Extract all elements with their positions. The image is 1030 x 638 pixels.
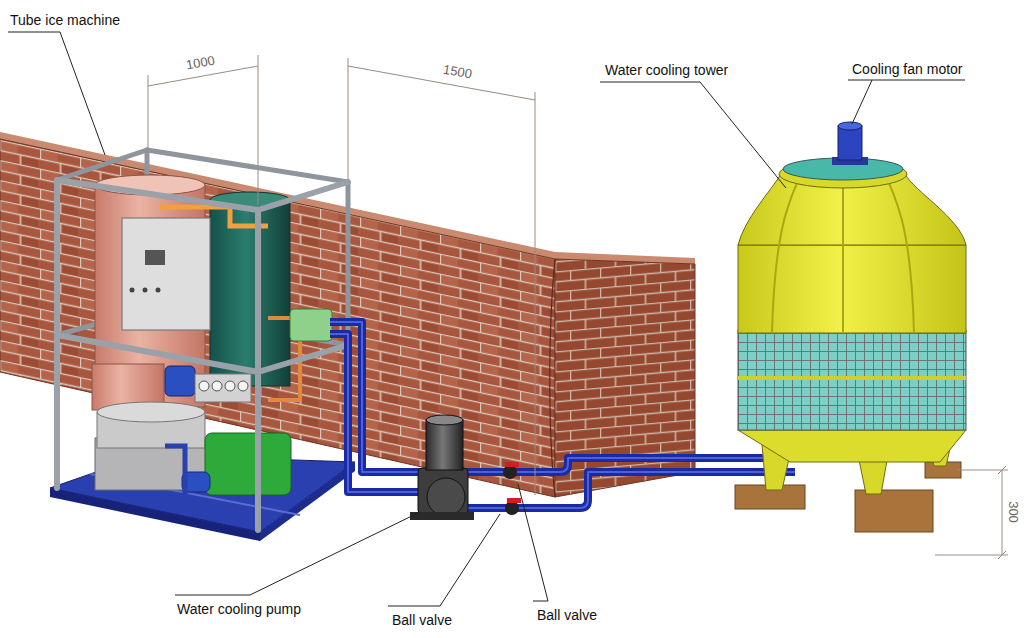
machine-parts-part (212, 381, 222, 391)
dimension-lines-part (535, 92, 536, 495)
cooling-tower-part (838, 122, 862, 130)
part-label: Ball valve (392, 612, 452, 628)
water-pump-part (426, 420, 463, 470)
machine-parts (92, 175, 332, 500)
leader-lines-part (175, 512, 420, 595)
machine-pallet-part (50, 488, 260, 541)
dimension-lines-part (258, 55, 259, 205)
cooling-tower-part (783, 158, 903, 180)
leader-lines-part (852, 80, 872, 124)
part-label: Tube ice machine (10, 12, 120, 28)
part-label: Ball valve (537, 607, 597, 623)
brick-wall-part (550, 259, 555, 497)
water-pump-part (410, 512, 474, 520)
machine-parts-part (238, 381, 248, 391)
dimension-lines-part (348, 66, 535, 100)
machine-parts-part (156, 288, 161, 293)
dimension-text: 1500 (441, 62, 472, 83)
machine-parts-part (143, 288, 148, 293)
machine-parts-part (199, 381, 209, 391)
dimension-lines-part (998, 466, 1006, 474)
dimension-lines-part (935, 555, 1008, 556)
water-pump-part (426, 415, 463, 425)
dimension-lines (148, 55, 1008, 559)
ball-valve-part (505, 501, 519, 515)
machine-frame-front-part (57, 180, 258, 210)
water-pipes-part (330, 322, 790, 472)
ball-valve-part (507, 498, 521, 503)
leader-lines-part (848, 80, 965, 81)
cooling-tower-part (738, 376, 966, 380)
machine-parts-part (165, 446, 185, 500)
dimension-lines-part (998, 551, 1006, 559)
cooling-tower-part (838, 126, 862, 160)
ball-valve-part (503, 465, 517, 479)
machine-frame-front-part (258, 345, 348, 372)
leader-lines (8, 32, 965, 606)
part-label: Cooling fan motor (852, 61, 963, 77)
brick-wall-part (0, 139, 555, 497)
machine-parts-part (165, 366, 195, 396)
machine-parts-part (290, 309, 332, 341)
machine-parts-part (97, 402, 205, 422)
part-label: Water cooling pump (177, 601, 301, 617)
cooling-tower (735, 122, 966, 532)
leader-lines-part (388, 514, 500, 606)
machine-frame-back (57, 150, 348, 462)
machine-frame-front-part (57, 335, 258, 372)
water-pipes-part (330, 334, 420, 492)
dimension-lines-part (1002, 470, 1003, 555)
cooling-tower-part (772, 176, 914, 332)
dimension-text: 300 (1005, 501, 1021, 523)
machine-parts-part (195, 374, 251, 402)
leader-lines-part (518, 484, 548, 601)
leader-lines-part (8, 32, 105, 155)
dimension-text: 1000 (184, 53, 215, 74)
cooling-tower-part (738, 330, 966, 430)
machine-parts-part (145, 250, 165, 265)
machine-parts-part (130, 288, 135, 293)
machine-frame-front-part (258, 182, 348, 210)
machine-parts-part (205, 433, 291, 495)
cooling-tower-part (855, 490, 933, 532)
machine-parts-part (225, 381, 235, 391)
dimension-lines-part (348, 58, 349, 180)
water-pipes-part (330, 322, 790, 472)
water-pipes-part (330, 334, 420, 492)
machine-frame-front (57, 180, 348, 530)
water-pump-part (427, 478, 465, 516)
ball-valve-part (505, 462, 519, 467)
water-pipes (330, 322, 795, 508)
brick-wall (0, 132, 695, 497)
cooling-tower-part (738, 430, 966, 462)
part-label: Water cooling tower (605, 62, 728, 78)
dimension-lines-part (958, 470, 1008, 471)
water-pump (410, 415, 474, 520)
machine-parts-part (122, 218, 210, 330)
ball-valve (503, 462, 521, 515)
leader-lines-part (600, 82, 786, 188)
